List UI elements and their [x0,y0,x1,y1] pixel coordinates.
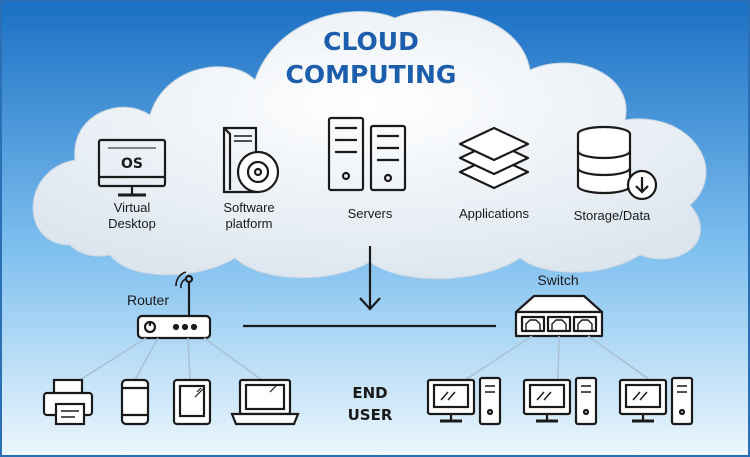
service-label-servers: Servers [348,206,393,221]
switch-icon[interactable] [514,294,604,338]
router-icon[interactable] [136,271,212,340]
service-label-software: Software [223,200,274,215]
monitor-os-icon [97,138,167,197]
end-user-line-1: END [352,384,387,402]
service-label-desktop: Desktop [108,216,156,231]
router-label: Router [127,292,169,308]
desktop-pc-icon[interactable] [618,376,694,426]
down-arrow-icon [359,246,381,311]
title-line-2: COMPUTING [286,60,457,89]
server-tower-icon [327,116,407,192]
laptop-icon[interactable] [230,378,300,426]
desktop-pc-icon[interactable] [522,376,598,426]
cloud-shape [32,10,707,280]
service-label-storage: Storage/Data [574,208,651,223]
monitor-screen-text: OS [121,156,143,172]
database-download-icon [576,125,658,201]
smartphone-icon[interactable] [120,378,150,426]
layers-stack-icon [458,126,530,190]
desktop-pc-icon[interactable] [426,376,502,426]
switch-label: Switch [537,272,578,288]
service-label-virtual: Virtual [114,200,151,215]
service-label-platform: platform [226,216,273,231]
service-label-applications: Applications [459,206,530,221]
switch-connectors [464,335,651,381]
software-disc-icon [222,126,280,194]
tablet-icon[interactable] [172,378,212,426]
title-line-1: CLOUD [323,27,419,56]
printer-icon[interactable] [42,378,94,426]
router-connectors [79,337,263,381]
end-user-line-2: USER [348,406,393,424]
